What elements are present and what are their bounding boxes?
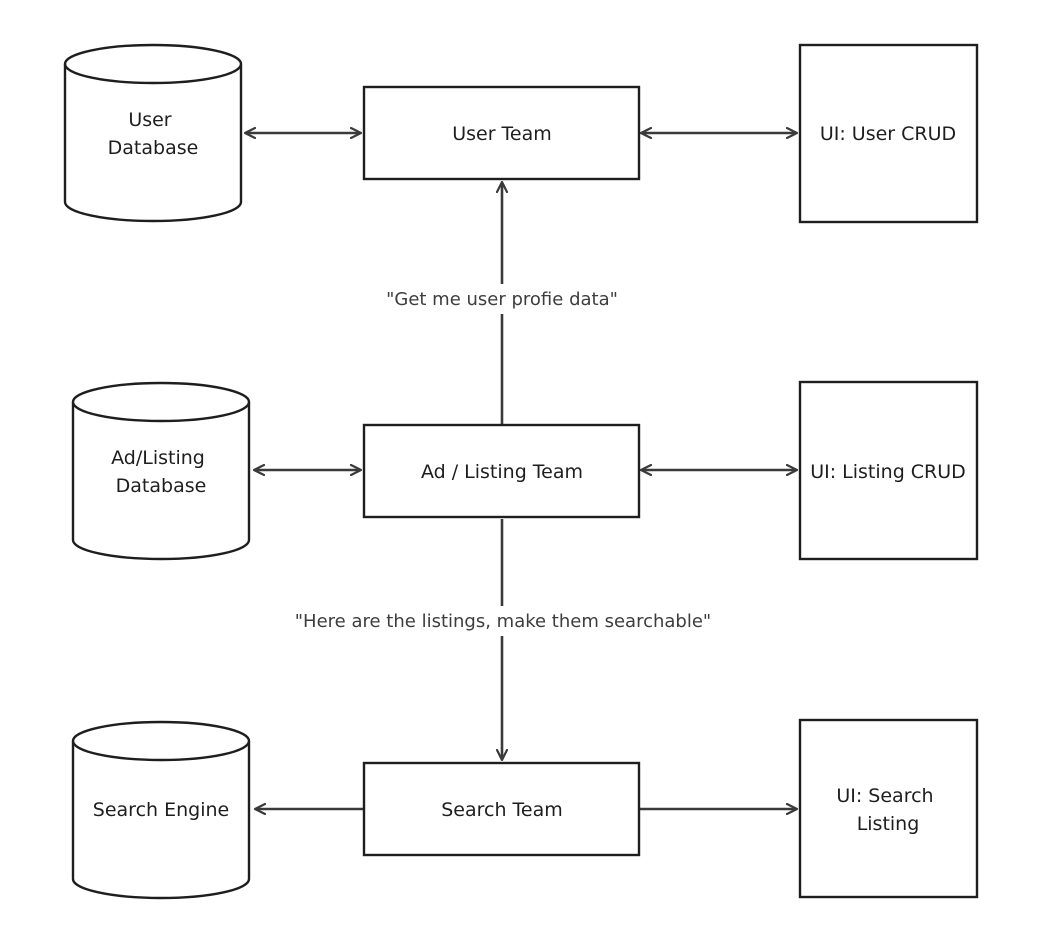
cylinder-shape xyxy=(63,64,243,223)
ui-listing-crud-label: UI: Listing CRUD xyxy=(810,461,966,483)
user-database-label: User Database xyxy=(108,109,199,159)
search-team-node[interactable]: Search Team xyxy=(362,761,641,857)
edge-labels: "Get me user profie data" "Here are the … xyxy=(274,284,732,636)
ad-listing-team-label: Ad / Listing Team xyxy=(421,461,583,483)
square-shape xyxy=(798,380,979,561)
ui-listing-crud-node[interactable]: UI: Listing CRUD xyxy=(798,380,979,561)
rectangle-shape xyxy=(362,761,641,857)
cylinder-top xyxy=(71,381,251,423)
cylinder-shape xyxy=(71,741,251,900)
ui-search-listing-node[interactable]: UI: Search Listing xyxy=(798,718,979,899)
ui-search-listing-label: UI: Search Listing xyxy=(836,785,939,835)
ui-user-crud-node[interactable]: UI: User CRUD xyxy=(798,43,979,224)
ad-listing-database-label: Ad/Listing Database xyxy=(111,447,211,497)
square-shape xyxy=(798,43,979,224)
edge-label-get-profile: "Get me user profie data" xyxy=(386,289,618,310)
edge-label-background xyxy=(368,284,638,314)
search-team-label: Search Team xyxy=(441,799,563,821)
square-shape xyxy=(798,718,979,899)
cylinder-shape xyxy=(71,402,251,561)
ui-user-crud-label: UI: User CRUD xyxy=(820,123,956,145)
cylinder-top xyxy=(71,720,251,762)
search-engine-node[interactable]: Search Engine xyxy=(71,720,251,900)
user-team-node[interactable]: User Team xyxy=(362,85,641,181)
ad-listing-database-node[interactable]: Ad/Listing Database xyxy=(71,381,251,561)
ad-listing-team-node[interactable]: Ad / Listing Team xyxy=(362,423,641,519)
user-database-node[interactable]: User Database xyxy=(63,43,243,223)
cylinder-top xyxy=(63,43,243,85)
user-team-label: User Team xyxy=(452,123,552,145)
rectangle-shape xyxy=(362,423,641,519)
search-engine-label: Search Engine xyxy=(93,799,229,821)
edge-label-make-searchable: "Here are the listings, make them search… xyxy=(295,611,711,632)
rectangle-shape xyxy=(362,85,641,181)
edge-label-background xyxy=(274,606,732,636)
